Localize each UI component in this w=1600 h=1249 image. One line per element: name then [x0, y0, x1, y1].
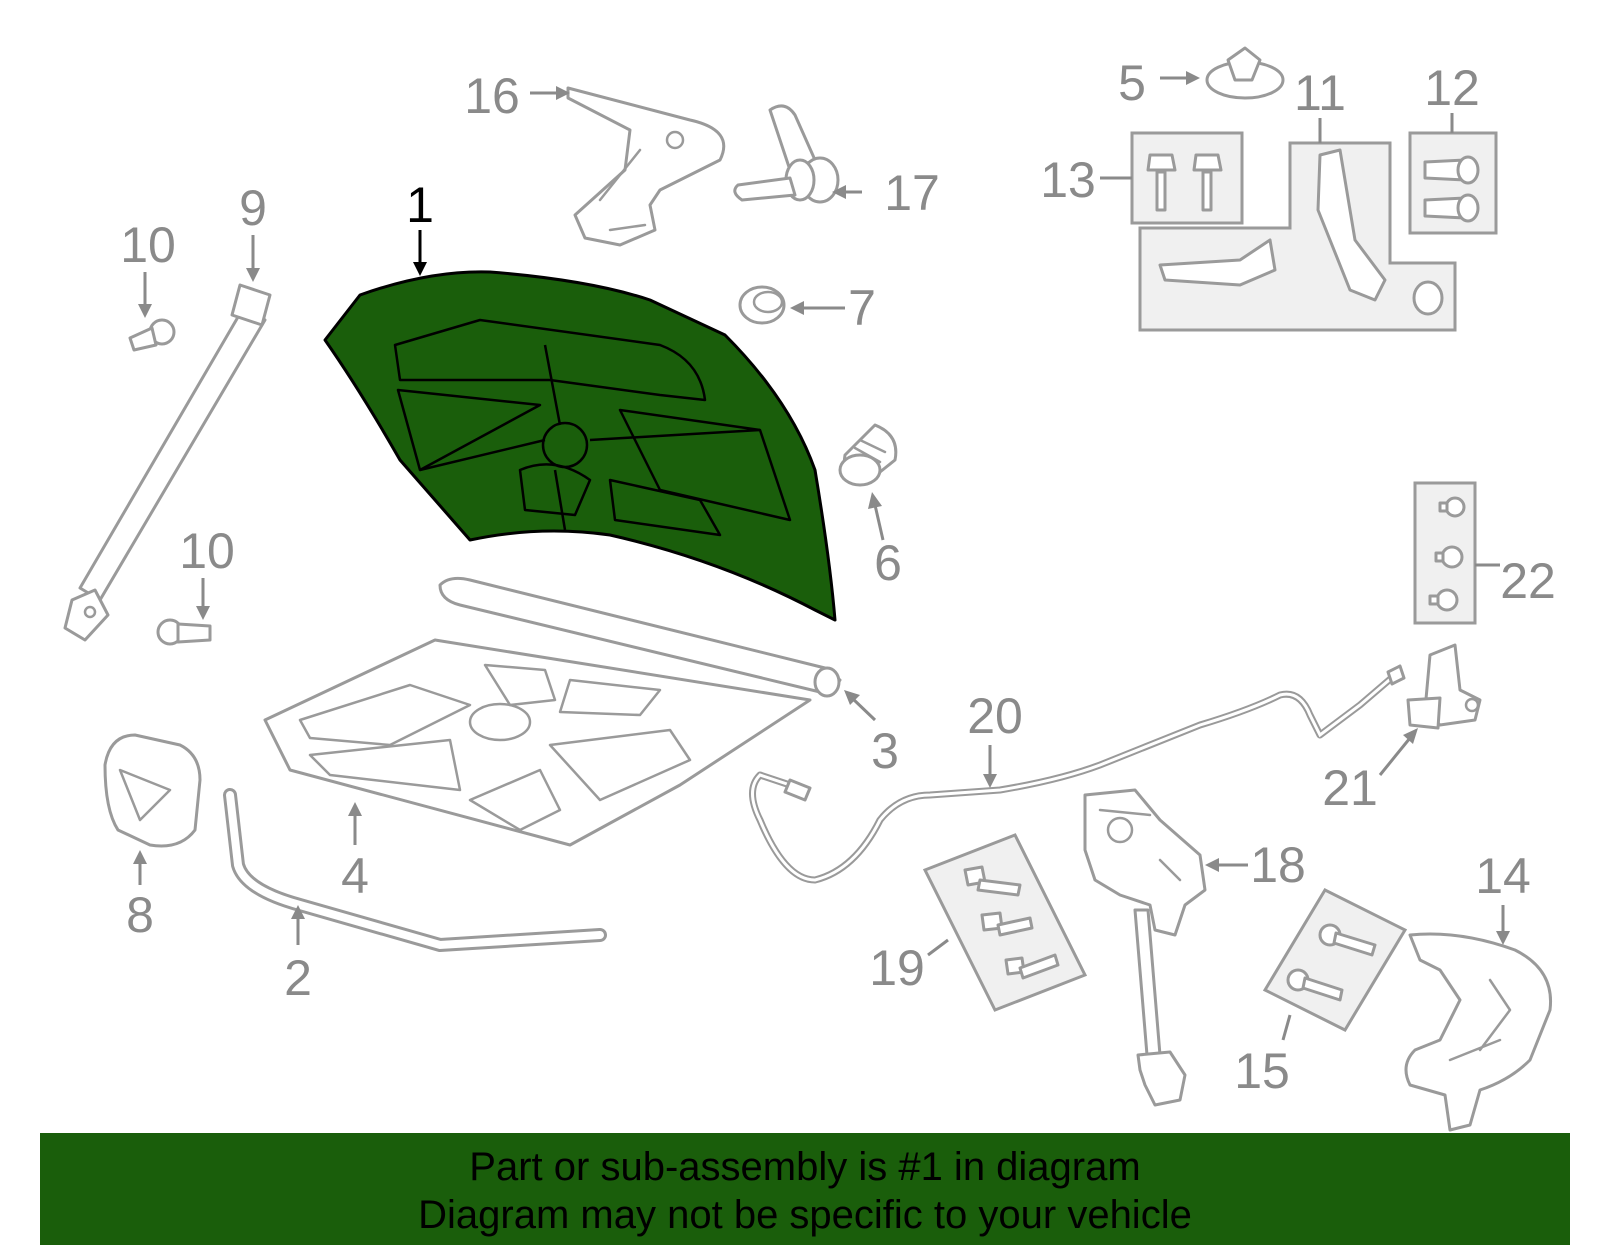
part-19-bolts-box[interactable]	[922, 833, 1088, 1012]
part-6-bumper-stop[interactable]	[838, 423, 898, 487]
callout-15: 15	[1234, 1043, 1290, 1099]
part-22-fastener-box[interactable]	[1413, 481, 1477, 625]
callout-12: 12	[1424, 60, 1480, 116]
part-2-seal[interactable]	[223, 788, 607, 952]
callout-4: 4	[341, 848, 369, 904]
part-12-bolts-box[interactable]	[1408, 131, 1498, 235]
callout-18: 18	[1250, 837, 1306, 893]
callout-11: 11	[1294, 65, 1346, 121]
part-10-ball-stud-upper[interactable]	[128, 318, 176, 352]
callout-14: 14	[1475, 848, 1531, 904]
callout-3: 3	[871, 723, 899, 779]
part-15-bolts-box[interactable]	[1262, 888, 1408, 1032]
part-4-hood-insulator[interactable]	[263, 638, 812, 847]
part-18-hood-latch[interactable]	[1083, 788, 1207, 1107]
info-banner: Part or sub-assembly is #1 in diagram Di…	[40, 1133, 1570, 1245]
callout-22: 22	[1500, 553, 1556, 609]
part-3-hood-seal[interactable]	[438, 576, 842, 698]
part-14-latch-support[interactable]	[1404, 932, 1553, 1132]
part-17-hinge-spring[interactable]	[733, 104, 840, 204]
callout-10-lower: 10	[179, 523, 235, 579]
callout-5: 5	[1118, 55, 1146, 111]
callout-leaders	[133, 71, 1510, 1041]
part-16-hood-hinge[interactable]	[566, 86, 726, 247]
part-11-bracket-kit[interactable]	[1138, 141, 1457, 332]
part-5-clip[interactable]	[1205, 46, 1285, 100]
part-7-plug[interactable]	[738, 285, 786, 325]
banner-line-2: Diagram may not be specific to your vehi…	[418, 1193, 1192, 1237]
part-13-bolts-box[interactable]	[1130, 131, 1244, 225]
callout-1-leader	[413, 230, 427, 276]
callout-1: 1	[406, 177, 434, 233]
part-20-release-cable[interactable]	[749, 664, 1406, 884]
callout-17: 17	[884, 165, 940, 221]
banner-line-1: Part or sub-assembly is #1 in diagram	[469, 1145, 1141, 1189]
callout-20: 20	[967, 688, 1023, 744]
callout-2: 2	[284, 950, 312, 1006]
callout-10-upper: 10	[120, 217, 176, 273]
callout-19: 19	[869, 940, 925, 996]
callout-13: 13	[1040, 152, 1096, 208]
callout-8: 8	[126, 887, 154, 943]
part-8-bumper[interactable]	[103, 733, 202, 848]
callout-numbers: 1 2 3 4 5 6 7 8 9 10 10 11 12 13 14 15 1…	[120, 55, 1556, 1099]
callout-21: 21	[1322, 760, 1378, 816]
part-21-cable-bracket[interactable]	[1406, 643, 1482, 730]
callout-6: 6	[874, 535, 902, 591]
part-10-ball-stud-lower[interactable]	[156, 618, 212, 646]
callout-16: 16	[464, 68, 520, 124]
part-1-hood[interactable]	[323, 270, 837, 622]
callout-9: 9	[239, 180, 267, 236]
callout-7: 7	[848, 280, 876, 336]
part-9-gas-strut[interactable]	[63, 283, 272, 642]
